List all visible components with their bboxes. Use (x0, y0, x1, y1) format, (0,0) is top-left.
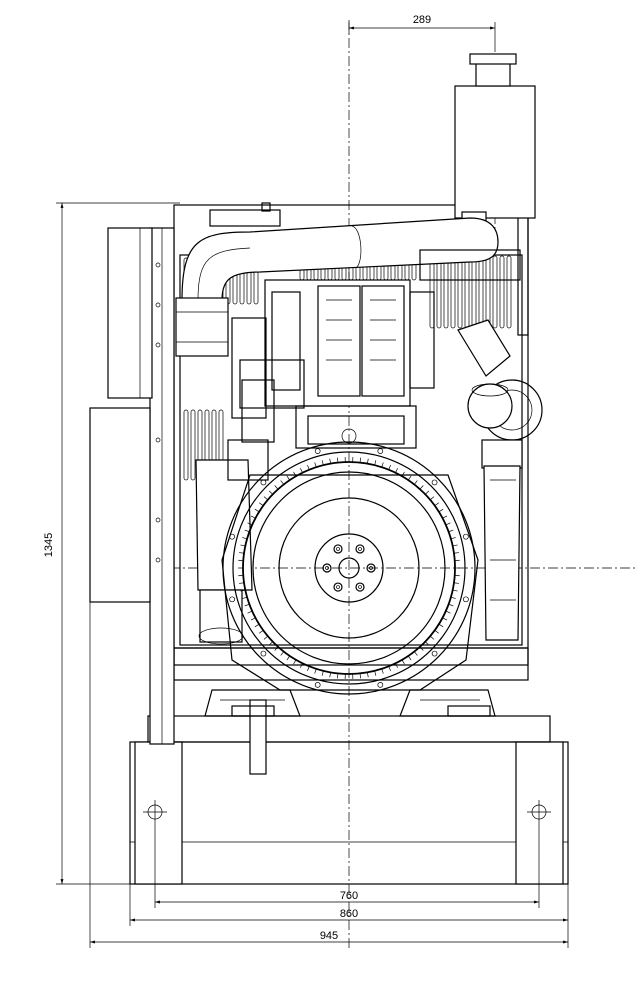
control-panel-box (89, 227, 153, 603)
engine-mounts (204, 689, 496, 717)
dim-label-860: 860 (340, 908, 358, 920)
left-accessories (195, 379, 275, 645)
engine-top-assembly (231, 249, 521, 449)
dim-label-760: 760 (340, 890, 358, 902)
exhaust-silencer (454, 53, 536, 225)
dim-label-289: 289 (413, 14, 431, 26)
flywheel-bolts (322, 544, 376, 592)
dimension-height: 1345 (43, 202, 180, 885)
turbocharger (457, 319, 543, 641)
flywheel-housing (221, 441, 479, 695)
dim-label-1345: 1345 (43, 533, 55, 557)
dimension-base-width: 860 (129, 884, 569, 926)
air-intake-pipe (175, 202, 499, 357)
dimension-inner-width: 760 (154, 824, 540, 908)
dimension-exhaust-offset: 289 (348, 14, 496, 52)
dimension-overall-width: 945 (89, 602, 569, 948)
housing-bolts (229, 448, 469, 688)
dim-label-945: 945 (320, 930, 338, 942)
ring-gear-teeth (238, 457, 460, 679)
